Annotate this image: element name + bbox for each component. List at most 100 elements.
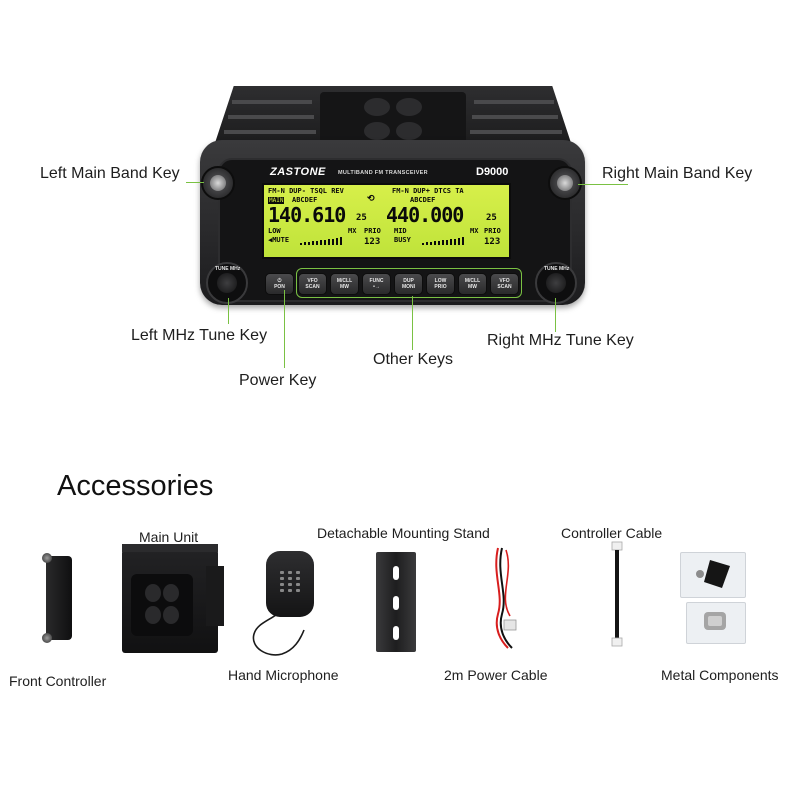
lcd-left-prio: PRIO xyxy=(364,227,381,235)
front-controller-image xyxy=(46,556,72,640)
key-label-top: M/CLL xyxy=(464,278,481,284)
power-icon: ⏻ xyxy=(277,278,282,284)
signal-bar xyxy=(446,240,448,245)
mic-keypad-key xyxy=(296,583,300,586)
model-name: D9000 xyxy=(476,166,509,178)
callout-left-main-band-key: Left Main Band Key xyxy=(40,165,180,182)
lcd-right-top: FM-N DUP+ DTCS TA xyxy=(392,187,464,195)
key-label: PON xyxy=(274,284,285,290)
key-label-top: LOW xyxy=(434,278,447,284)
key-label-bottom: MONI xyxy=(401,284,416,290)
signal-bar xyxy=(438,241,440,245)
left-main-band-key[interactable] xyxy=(201,166,235,200)
vfo-scan-key-right[interactable]: VFO SCAN xyxy=(490,273,519,295)
mic-keypad-key xyxy=(296,577,300,580)
signal-bar xyxy=(300,243,302,245)
heatsink-fin xyxy=(224,130,316,134)
mic-keypad-key xyxy=(288,589,292,592)
accessories-heading: Accessories xyxy=(57,470,214,502)
signal-bar xyxy=(308,242,310,245)
fan-blade xyxy=(396,98,422,116)
func-key[interactable]: FUNC •→ xyxy=(362,273,391,295)
front-controller-knob xyxy=(42,633,52,643)
main-unit-flange xyxy=(122,544,218,552)
lcd-right-signal-meter xyxy=(422,237,470,245)
signal-bar xyxy=(442,240,444,245)
knob-cap xyxy=(557,175,573,191)
hand-microphone-image xyxy=(266,551,314,617)
fan-blade xyxy=(364,122,390,140)
key-label-bottom: •→ xyxy=(373,284,380,290)
heatsink-fin xyxy=(472,115,558,119)
dup-moni-key[interactable]: DUP MONI xyxy=(394,273,423,295)
mcll-mw-key[interactable]: M/CLL MW xyxy=(330,273,359,295)
lcd-right-channel: 123 xyxy=(484,237,501,247)
main-unit-bracket xyxy=(206,566,224,626)
cooling-fan xyxy=(320,92,466,146)
lcd-left-signal-meter xyxy=(300,237,348,245)
signal-bar xyxy=(340,237,342,245)
brand-subtitle: MULTIBAND FM TRANSCEIVER xyxy=(338,170,428,176)
lcd-left-mw: MX xyxy=(348,227,357,235)
mic-keypad-key xyxy=(288,577,292,580)
label-controller-cable: Controller Cable xyxy=(561,525,663,541)
fan-blade xyxy=(145,584,161,602)
right-main-band-key[interactable] xyxy=(548,166,582,200)
callout-right-mhz-tune-key: Right MHz Tune Key xyxy=(487,332,634,349)
label-main-unit: Main Unit xyxy=(139,529,199,545)
signal-bar xyxy=(422,243,424,245)
signal-bar xyxy=(454,239,456,245)
callout-left-mhz-tune-key: Left MHz Tune Key xyxy=(131,327,268,344)
tune-label: TUNE MHz xyxy=(544,266,570,272)
power-cable-image xyxy=(495,547,517,649)
signal-bar xyxy=(462,237,464,245)
callout-line-right-tune xyxy=(555,298,556,332)
callout-line-power xyxy=(284,290,285,368)
left-mhz-tune-key[interactable]: TUNE MHz xyxy=(206,262,248,304)
power-key[interactable]: ⏻ PON xyxy=(265,273,294,295)
mic-keypad-key xyxy=(288,583,292,586)
mic-keypad-key xyxy=(280,577,284,580)
mcll-mw-key-right[interactable]: M/CLL MW xyxy=(458,273,487,295)
knob-center xyxy=(217,273,237,293)
lcd-right-mw: MX xyxy=(470,227,479,235)
callout-line-left-main-band xyxy=(186,182,204,183)
fan-blade xyxy=(163,584,179,602)
mic-keypad-key xyxy=(280,571,284,574)
knob-center xyxy=(546,273,566,293)
key-label-top: DUP xyxy=(403,278,414,284)
heatsink-fin xyxy=(232,100,312,104)
key-label-top: FUNC xyxy=(369,278,384,284)
metal-screws-image xyxy=(704,612,726,630)
lcd-right-frequency: 440.000 xyxy=(386,203,464,227)
front-controller-knob xyxy=(42,553,52,563)
lcd-right-power: MID xyxy=(394,227,407,235)
signal-bar xyxy=(316,241,318,245)
key-label-bottom: SCAN xyxy=(305,284,320,290)
mounting-stand-image xyxy=(376,552,416,652)
lcd-left-power: LOW xyxy=(268,227,281,235)
lcd-left-name: ABCDEF xyxy=(292,196,318,204)
lcd-left-status: ◀MUTE xyxy=(268,236,290,244)
fan-blade xyxy=(163,606,179,624)
right-mhz-tune-key[interactable]: TUNE MHz xyxy=(535,262,577,304)
label-mounting-stand: Detachable Mounting Stand xyxy=(317,525,490,541)
callout-line-right-main-band xyxy=(578,184,628,185)
brand-logo: ZASTONE xyxy=(270,166,326,178)
signal-bar xyxy=(324,240,326,245)
fan-blade xyxy=(396,122,422,140)
lcd-right-status: BUSY xyxy=(394,236,411,244)
callout-line-left-tune xyxy=(228,298,229,324)
low-prio-key[interactable]: LOW PRIO xyxy=(426,273,455,295)
vfo-scan-key[interactable]: VFO SCAN xyxy=(298,273,327,295)
lcd-left-channel: 123 xyxy=(364,237,381,247)
heatsink-fin xyxy=(470,130,562,134)
signal-bar xyxy=(328,239,330,245)
signal-bar xyxy=(312,241,314,245)
stand-slot xyxy=(393,566,399,580)
lcd-right-prio: PRIO xyxy=(484,227,501,235)
key-label-top: VFO xyxy=(307,278,318,284)
lcd-left-status-text: MUTE xyxy=(272,236,290,244)
signal-bar xyxy=(332,239,334,245)
key-label-bottom: MW xyxy=(468,284,477,290)
